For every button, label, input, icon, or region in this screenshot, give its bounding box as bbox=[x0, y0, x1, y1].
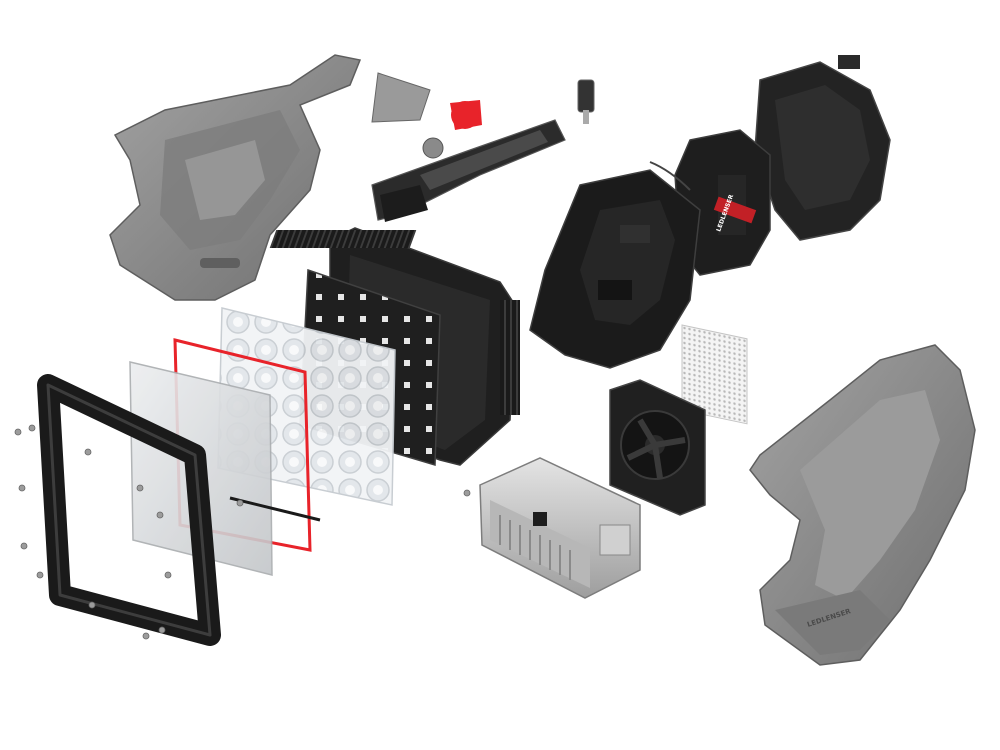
housing-top-left bbox=[109, 54, 362, 301]
housing-bottom-right: LEDLENSER bbox=[749, 344, 976, 666]
battery-tray bbox=[529, 169, 701, 369]
red-knob bbox=[451, 101, 479, 129]
driver-module bbox=[479, 457, 641, 599]
vent-mesh bbox=[681, 324, 748, 425]
screws bbox=[14, 424, 471, 640]
cooling-fan bbox=[609, 379, 706, 516]
wire bbox=[649, 161, 691, 191]
battery-cover bbox=[754, 55, 891, 241]
handle-switch-assembly bbox=[371, 72, 595, 222]
front-bezel bbox=[37, 374, 221, 646]
battery-pack: LEDLENSER bbox=[674, 129, 771, 276]
